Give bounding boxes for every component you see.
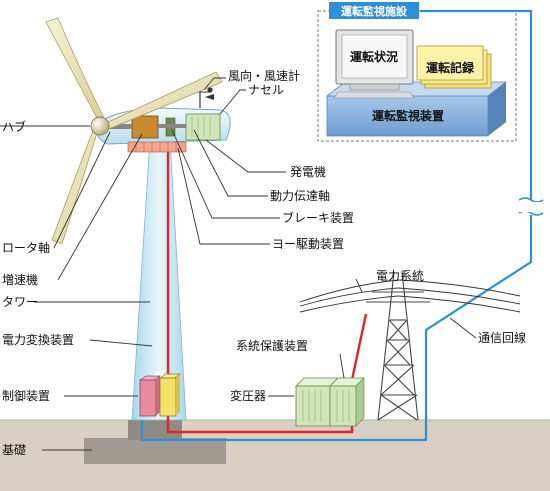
- transformer-label: 変圧器: [230, 388, 266, 403]
- monitoring-title-bg: [329, 2, 419, 19]
- power-converter-cabinet: [158, 373, 182, 417]
- generator-box: [185, 113, 221, 141]
- monitoring-device-label: 運転監視装置: [372, 108, 444, 123]
- blade-right: [103, 71, 223, 131]
- gearbox-label: 増速機: [2, 272, 38, 287]
- power-grid-label: 電力系統: [376, 269, 424, 283]
- rotor-shaft-label: ロータ軸: [2, 241, 50, 255]
- power-grid-wires: [299, 279, 521, 313]
- nacelle: [95, 107, 231, 153]
- generator-label: 発電機: [290, 164, 326, 179]
- grid-protection-label: 系統保護装置: [236, 338, 308, 353]
- yaw-drive-label: ヨー駆動装置: [272, 237, 344, 251]
- transmission-shaft-bar: [158, 124, 188, 128]
- rotor-blades: [45, 17, 223, 245]
- line-break-mark: [518, 197, 544, 203]
- grid-protection-device: [329, 377, 365, 427]
- tower-label: タワー: [2, 295, 38, 309]
- records-label: 運転記録: [426, 60, 475, 75]
- computer-monitor: 運転状況: [333, 29, 415, 99]
- leader-lines: [0, 77, 477, 451]
- brake-label: ブレーキ装置: [282, 210, 354, 225]
- transmission-shaft-label: 動力伝達軸: [270, 189, 330, 203]
- rotor-shaft-bar: [110, 124, 132, 129]
- nacelle-label: ナセル: [248, 83, 284, 97]
- anemometer-label: 風向・風速計: [228, 68, 300, 83]
- controller-cabinet: [138, 375, 162, 417]
- comm-line-label: 通信回線: [478, 330, 526, 345]
- status-screen-label: 運転状況: [350, 49, 398, 64]
- hub-label: ハブ: [2, 119, 26, 134]
- yaw-bearing: [127, 141, 187, 153]
- blade-lower: [51, 127, 99, 245]
- blade-upper: [45, 17, 105, 121]
- controller-label: 制御装置: [2, 388, 50, 403]
- hub: [90, 116, 110, 136]
- gearbox-box: [131, 115, 159, 139]
- power-converter-label: 電力変換装置: [2, 332, 74, 347]
- foundation-label: 基礎: [2, 443, 26, 457]
- communication-line: [140, 9, 547, 442]
- transmission-pylon: [366, 271, 430, 421]
- ground: [0, 419, 550, 491]
- monitoring-title: 運転監視施設: [341, 4, 408, 18]
- monitoring-facility: 運転監視施設 運転監視装置 運転状況 運転記録: [317, 2, 517, 142]
- records-stack: 運転記録: [416, 45, 492, 89]
